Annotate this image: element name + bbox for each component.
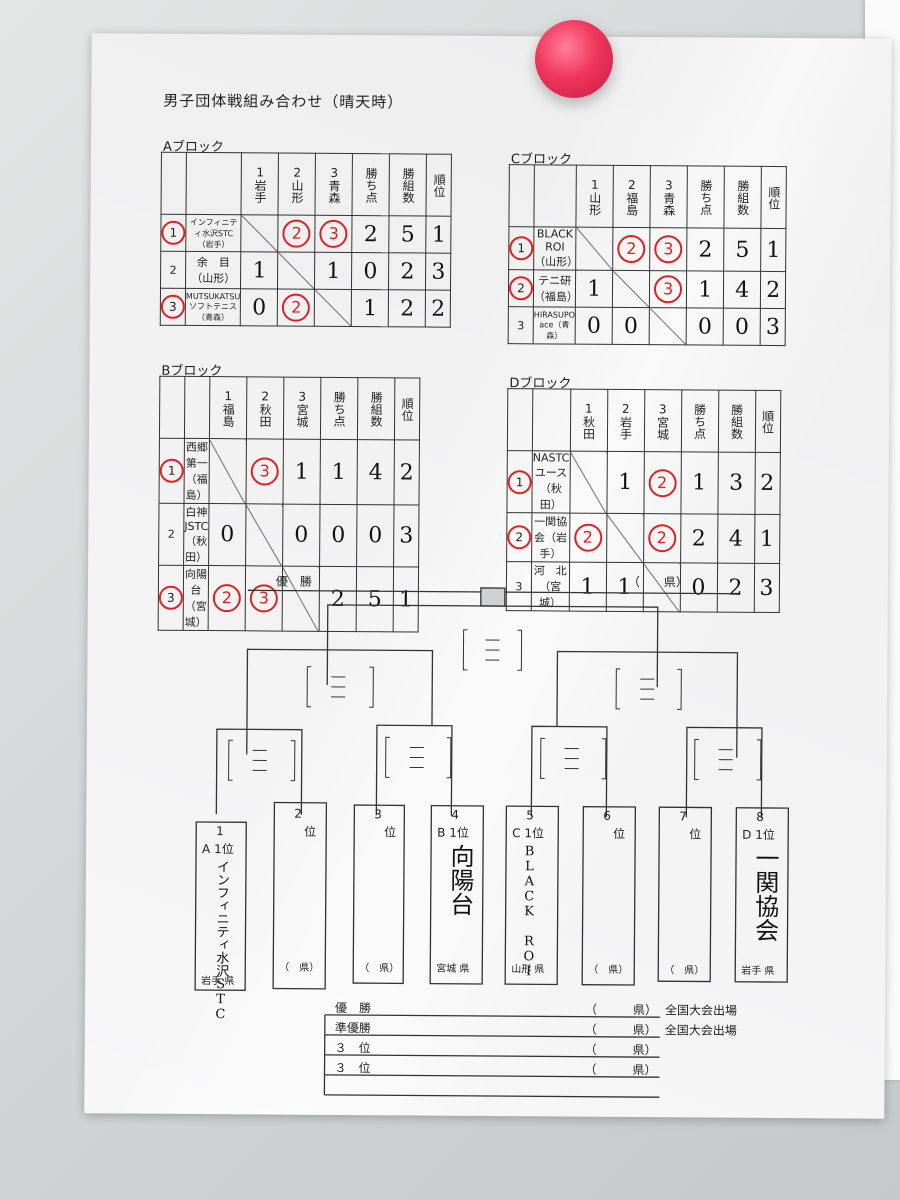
slot-seed: 3 [374,807,383,822]
result-label: ３ 位 [334,1040,371,1056]
slot-seed: 5 [526,808,535,823]
result-label: ３ 位 [334,1060,371,1076]
slot-prefecture: 岩手 県 [741,965,775,978]
result-prefecture: （ 県） [584,1062,657,1078]
slot-team-name: 向陽台 [445,843,475,916]
slot-rank: 位 [689,827,702,842]
slot-prefecture: 宮城 県 [436,963,470,975]
slot-prefecture: （ 県） [359,963,400,975]
slot-rank: D 1位 [742,827,775,843]
result-prefecture: （ 県） [584,1042,657,1058]
push-pin [535,20,613,98]
slot-prefecture: 岩手 県 [201,976,235,988]
slot-team-name: 一関協会 [750,845,780,943]
slot-seed: 4 [451,807,460,822]
slot-rank: B 1位 [437,825,469,840]
slot-rank: A 1位 [202,842,234,857]
result-prefecture: （ 県） [584,1022,657,1038]
champion-pref: （ 県） [627,574,689,590]
slot-rank: 位 [304,824,317,839]
slot-seed: 8 [756,809,765,824]
slot-seed: 7 [679,809,688,824]
champion-label: 優 勝 [275,574,313,589]
result-prefecture: （ 県） [584,1002,658,1018]
slot-seed: 6 [603,808,612,823]
result-label: 優 勝 [334,1000,372,1016]
slot-rank: 位 [613,826,626,841]
result-label: 準優勝 [334,1020,371,1036]
slot-rank: 位 [384,825,397,840]
slot-prefecture: （ 県） [664,965,705,977]
bracket-lines [194,587,790,1098]
slot-prefecture: （ 県） [588,964,629,976]
tournament-sheet: 男子団体戦組み合わせ（晴天時） Aブロック Cブロック Bブロック Dブロック … [84,33,892,1119]
slot-team-name: インフィニティ水沢STC [212,860,230,1023]
slot-seed: 2 [294,806,303,821]
result-note: 全国大会出場 [664,1023,737,1038]
slot-team-name: BLACK ROI [521,844,538,980]
result-note: 全国大会出場 [664,1003,738,1018]
slot-seed: 1 [216,824,224,839]
slot-prefecture: 山形 県 [511,964,545,976]
slot-prefecture: （ 県） [279,962,320,974]
slot-rank: C 1位 [512,826,545,841]
